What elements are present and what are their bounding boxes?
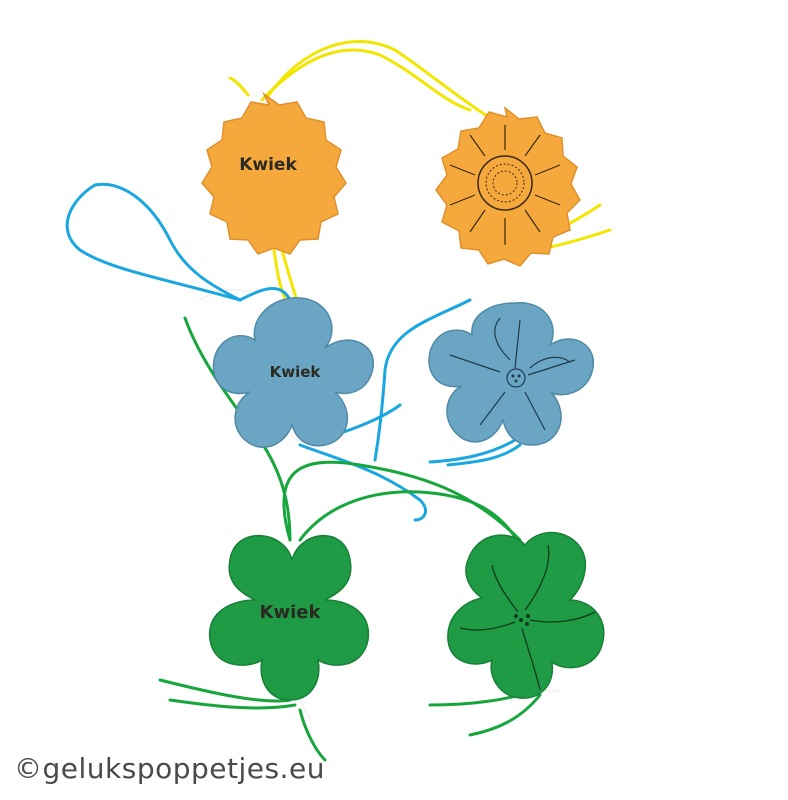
sunflower-petal-lines [449, 125, 561, 245]
sunflower-center-disc [477, 155, 533, 211]
watermark-text: ©gelukspoppetjes.eu [14, 752, 325, 785]
clover-engraved-label: Kwiek [260, 602, 322, 623]
blossom-ornament-back [428, 302, 595, 446]
sunflower-ornament-back [435, 106, 581, 267]
clover-ornament-back [447, 531, 605, 699]
blossom-pattern-lines [449, 317, 576, 431]
sunflower-engraved-label: Kwiek [239, 155, 297, 175]
blue-cords [65, 182, 522, 522]
blossom-engraved-label: Kwiek [270, 363, 322, 381]
blossom-center [506, 368, 526, 388]
clover-pattern-lines [459, 544, 596, 691]
blossom-ornament-front: Kwiek [212, 297, 375, 448]
sunflower-ornament-front: Kwiek [201, 91, 347, 255]
clover-ornament-front: Kwiek [209, 534, 369, 701]
